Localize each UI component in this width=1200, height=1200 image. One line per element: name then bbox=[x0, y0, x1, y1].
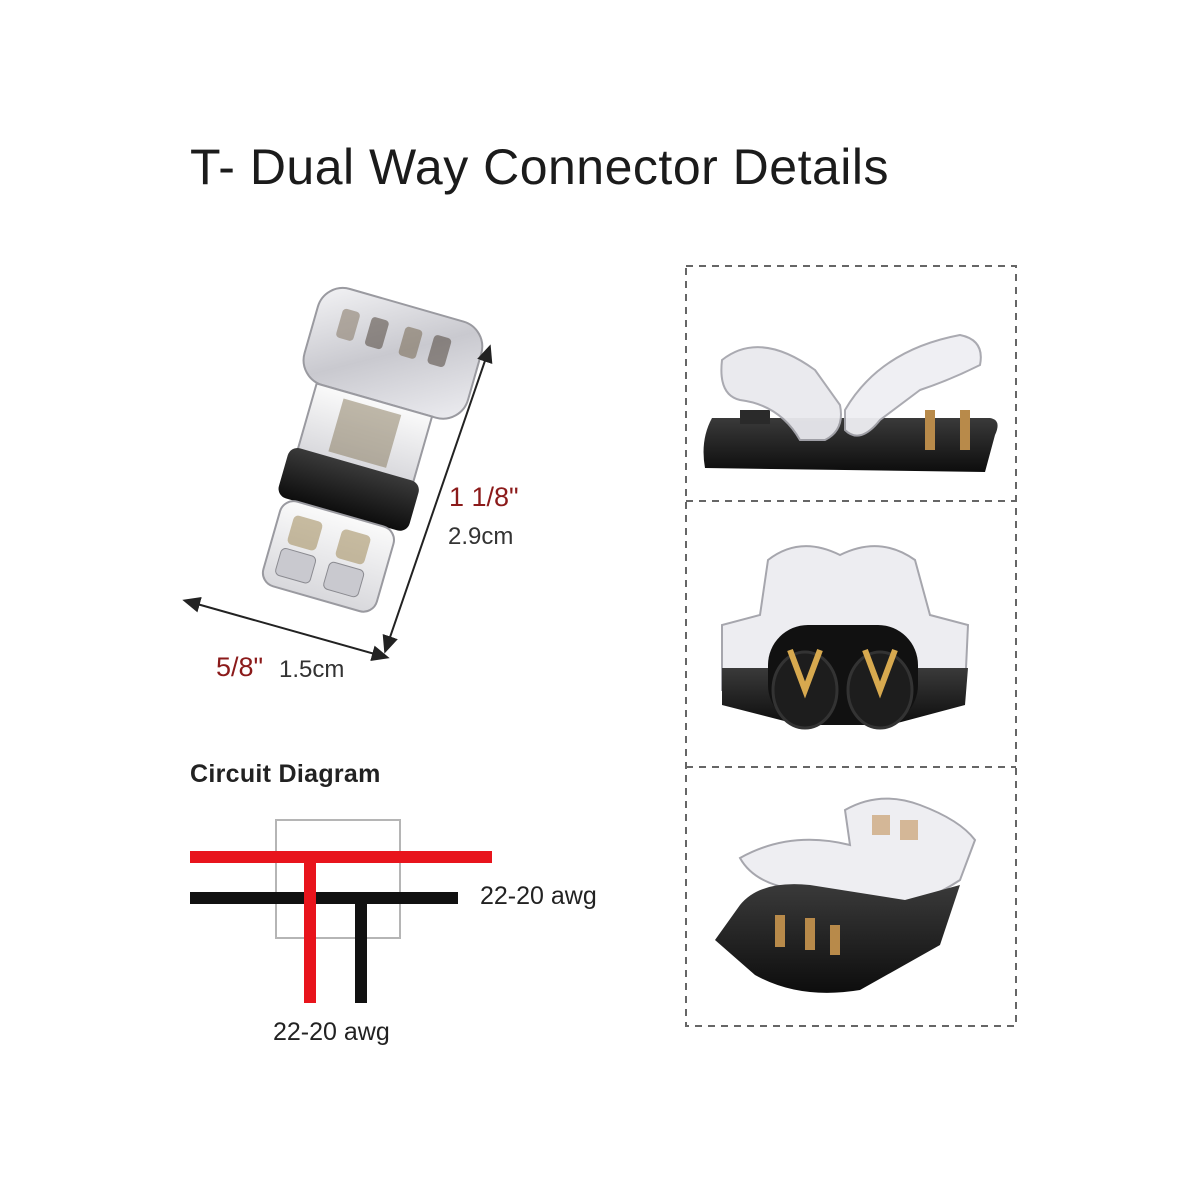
circuit-diagram bbox=[190, 819, 492, 1003]
connector-open-side-view bbox=[703, 333, 998, 472]
height-dimension-arrow bbox=[382, 344, 493, 654]
width-cm-label: 1.5cm bbox=[279, 656, 345, 683]
width-dimension-arrow bbox=[182, 597, 390, 661]
width-inch-label: 5/8ʺ bbox=[216, 652, 264, 682]
height-cm-label: 2.9cm bbox=[448, 523, 514, 550]
t-connector-image bbox=[261, 286, 484, 613]
red-wire-horizontal bbox=[190, 851, 492, 863]
red-wire-vertical bbox=[304, 851, 316, 1003]
connector-outline-box bbox=[275, 819, 401, 939]
page-title: T- Dual Way Connector Details bbox=[190, 139, 889, 195]
circuit-bottom-label: 22-20 awg bbox=[273, 1018, 390, 1046]
connector-angled-view bbox=[715, 797, 977, 993]
black-wire-horizontal bbox=[190, 892, 458, 904]
height-inch-label: 1 1/8ʺ bbox=[449, 482, 519, 512]
circuit-side-label: 22-20 awg bbox=[480, 882, 597, 910]
black-wire-vertical bbox=[355, 892, 367, 1003]
connector-front-view bbox=[721, 545, 970, 730]
photo-panels bbox=[685, 265, 1017, 1027]
circuit-diagram-title: Circuit Diagram bbox=[190, 760, 381, 788]
